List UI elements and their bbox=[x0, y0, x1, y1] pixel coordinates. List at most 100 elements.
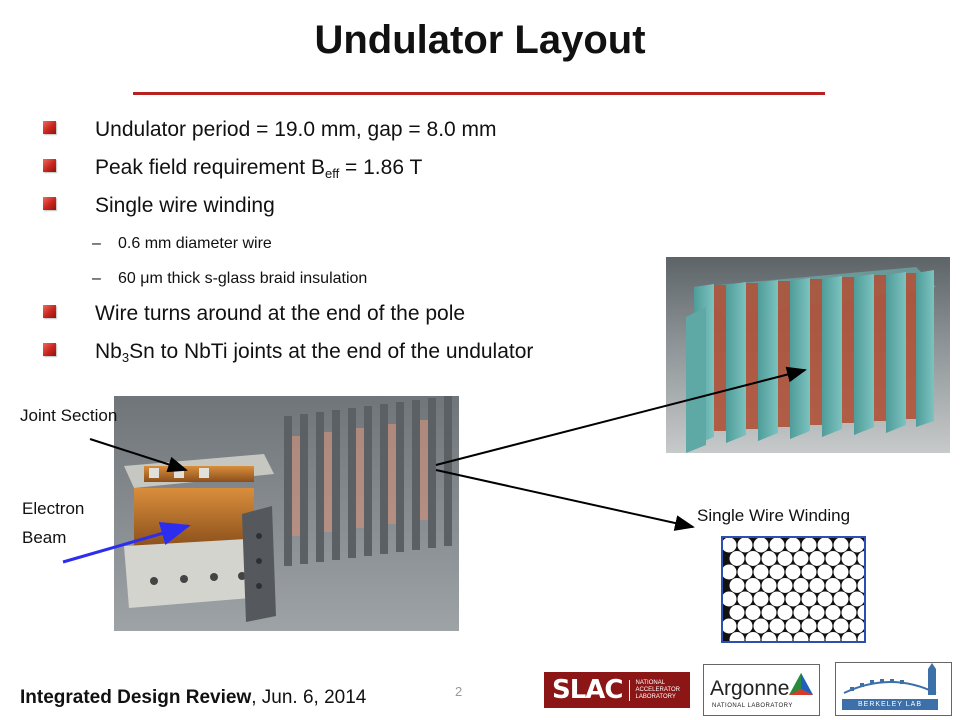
argonne-logo: Argonne NATIONAL LABORATORY bbox=[703, 664, 820, 716]
slac-sub-line: ACCELERATOR bbox=[635, 686, 680, 693]
page-number: 2 bbox=[455, 684, 463, 699]
bullet-item: Single wire winding bbox=[40, 188, 680, 226]
argonne-logo-subtext: NATIONAL LABORATORY bbox=[712, 703, 793, 709]
sub-bullet-text: 0.6 mm diameter wire bbox=[118, 235, 272, 252]
slac-sub-line: LABORATORY bbox=[635, 693, 676, 700]
electron-label: Electron bbox=[22, 499, 85, 518]
wire-circle bbox=[761, 578, 777, 593]
wire-circle bbox=[721, 618, 737, 634]
wire-circle bbox=[801, 591, 817, 607]
bullet-list: Undulator period = 19.0 mm, gap = 8.0 mm… bbox=[40, 112, 680, 372]
wire-circle bbox=[809, 551, 825, 566]
berkeley-logo-text: BERKELEY LAB bbox=[842, 699, 938, 710]
bullet-marker-icon bbox=[43, 159, 56, 172]
sub-bullet-text: 60 μm thick s-glass braid insulation bbox=[118, 270, 368, 287]
footer-date: , Jun. 6, 2014 bbox=[251, 687, 367, 708]
dash-marker: – bbox=[92, 270, 101, 287]
slac-logo-subtext: NATIONAL ACCELERATOR LABORATORY bbox=[628, 679, 680, 701]
dash-marker: – bbox=[92, 235, 101, 252]
wire-circle bbox=[849, 591, 865, 607]
slac-logo-text: SLAC bbox=[552, 675, 623, 705]
wire-circle bbox=[793, 605, 809, 620]
wire-circle bbox=[761, 605, 777, 620]
wire-circle bbox=[825, 551, 841, 566]
wire-circle bbox=[737, 618, 753, 634]
wire-circle bbox=[745, 605, 761, 620]
berkeley-building-icon bbox=[843, 663, 937, 695]
wire-circle bbox=[737, 537, 753, 553]
wire-circle bbox=[833, 618, 849, 634]
single-wire-winding-label: Single Wire Winding bbox=[697, 506, 851, 525]
bullet-marker-icon bbox=[43, 343, 56, 356]
wire-circle bbox=[729, 578, 745, 593]
bullet-item: Undulator period = 19.0 mm, gap = 8.0 mm bbox=[40, 112, 680, 150]
wire-circle bbox=[785, 537, 801, 553]
wire-circle bbox=[793, 578, 809, 593]
slac-sub-line: NATIONAL bbox=[635, 679, 666, 686]
wire-circle bbox=[769, 564, 785, 580]
wire-circle bbox=[745, 578, 761, 593]
bullet-item: Peak field requirement Beff = 1.86 T bbox=[40, 150, 680, 188]
bullet-text-pre: Peak field requirement B bbox=[95, 156, 325, 179]
wire-circle bbox=[849, 618, 865, 634]
bullet-item: Nb3Sn to NbTi joints at the end of the u… bbox=[40, 334, 680, 372]
wire-circle bbox=[753, 591, 769, 607]
wire-circle bbox=[729, 605, 745, 620]
wire-circle bbox=[849, 537, 865, 553]
subscript: eff bbox=[324, 166, 340, 181]
wire-circle bbox=[809, 578, 825, 593]
bullet-text: Single wire winding bbox=[95, 194, 275, 217]
wire-circle bbox=[849, 564, 865, 580]
berkeley-lab-logo: BERKELEY LAB bbox=[835, 662, 952, 716]
footer: Integrated Design Review, Jun. 6, 2014 bbox=[20, 687, 366, 709]
wire-circle bbox=[753, 618, 769, 634]
wire-circle bbox=[761, 551, 777, 566]
wire-circle bbox=[793, 551, 809, 566]
wire-circle bbox=[841, 605, 857, 620]
winding-detail-image bbox=[666, 257, 950, 453]
joint-section-label: Joint Section bbox=[20, 406, 118, 425]
wire-circle bbox=[745, 551, 761, 566]
bullet-text-pre: Nb bbox=[95, 340, 122, 363]
wire-circle bbox=[801, 618, 817, 634]
undulator-photo bbox=[114, 396, 459, 631]
wire-circle bbox=[729, 551, 745, 566]
wire-circle bbox=[817, 537, 833, 553]
subscript: 3 bbox=[121, 350, 130, 365]
wire-circle bbox=[721, 537, 737, 553]
bullet-text: Undulator period = 19.0 mm, gap = 8.0 mm bbox=[95, 118, 497, 141]
wire-circle bbox=[777, 551, 793, 566]
wire-circle bbox=[817, 618, 833, 634]
wire-circle bbox=[737, 591, 753, 607]
wire-circle bbox=[769, 591, 785, 607]
bullet-text: Wire turns around at the end of the pole bbox=[95, 302, 466, 325]
wire-circle bbox=[721, 564, 737, 580]
bullet-item: Wire turns around at the end of the pole bbox=[40, 296, 680, 334]
wire-circle bbox=[785, 564, 801, 580]
wire-circle bbox=[833, 564, 849, 580]
bullet-marker-icon bbox=[43, 121, 56, 134]
wire-circle bbox=[777, 605, 793, 620]
wire-circle bbox=[737, 564, 753, 580]
wire-circle bbox=[769, 537, 785, 553]
wire-circle bbox=[841, 578, 857, 593]
sub-bullet-item: – 60 μm thick s-glass braid insulation bbox=[40, 261, 680, 296]
wire-circle bbox=[817, 564, 833, 580]
wire-circle bbox=[753, 537, 769, 553]
slac-logo: SLAC NATIONAL ACCELERATOR LABORATORY bbox=[544, 672, 690, 708]
wire-circle bbox=[721, 591, 737, 607]
bullet-marker-icon bbox=[43, 197, 56, 210]
footer-title: Integrated Design Review bbox=[20, 687, 252, 708]
wire-circle bbox=[801, 564, 817, 580]
wire-circle bbox=[785, 618, 801, 634]
beam-label: Beam bbox=[22, 528, 67, 547]
wire-circle bbox=[833, 591, 849, 607]
bullet-marker-icon bbox=[43, 305, 56, 318]
wire-circle bbox=[753, 564, 769, 580]
bullet-text-post: Sn to NbTi joints at the end of the undu… bbox=[129, 340, 534, 363]
wire-circle bbox=[809, 605, 825, 620]
wire-circle bbox=[801, 537, 817, 553]
slide-title: Undulator Layout bbox=[314, 18, 646, 62]
title-underline bbox=[133, 92, 825, 95]
wire-circle bbox=[833, 537, 849, 553]
